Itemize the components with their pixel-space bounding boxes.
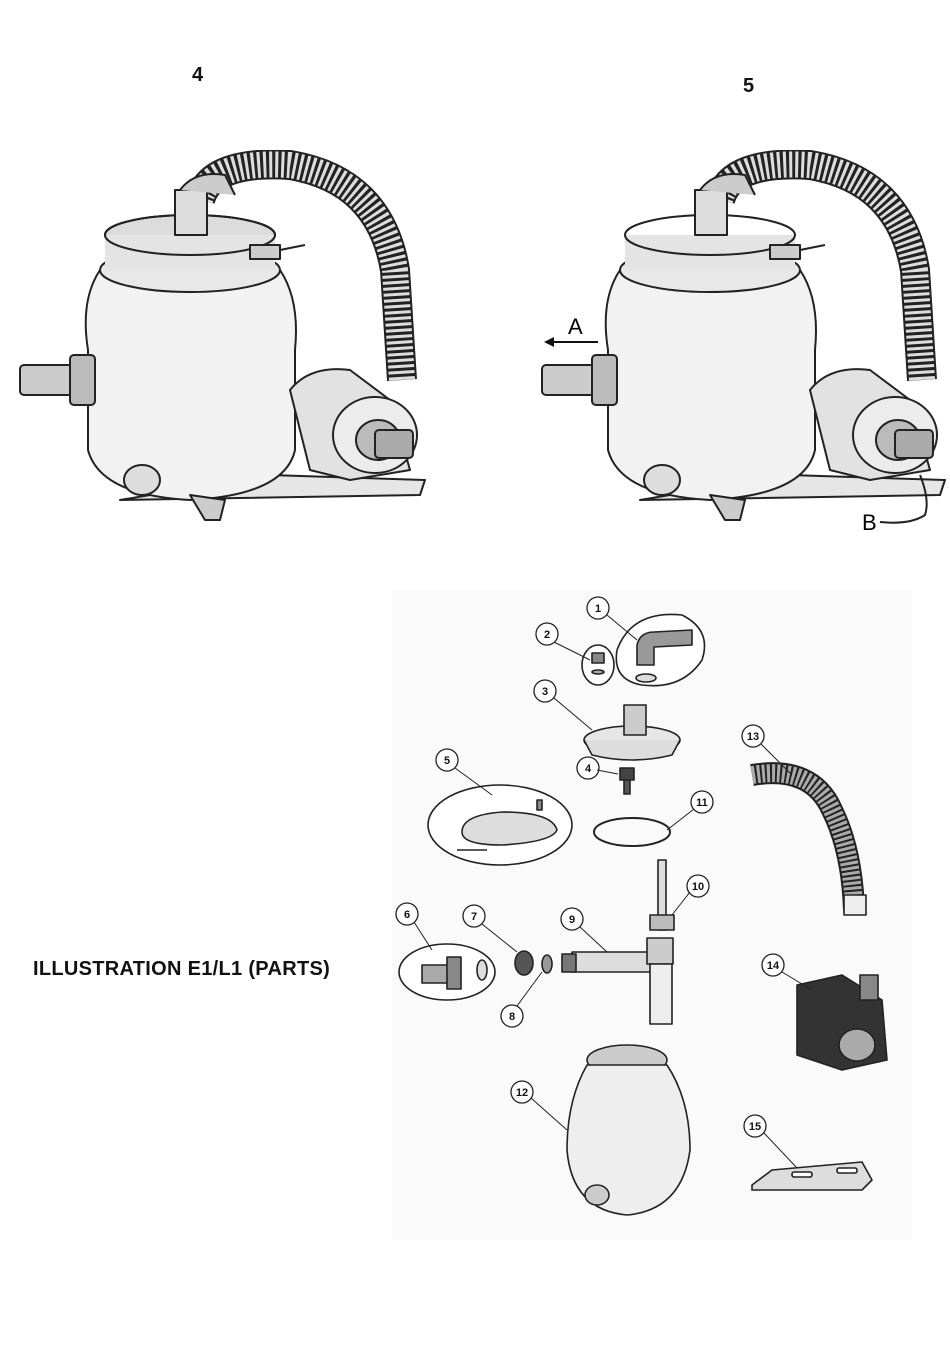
part-number-7: 7 <box>471 911 477 923</box>
part-number-14: 14 <box>767 960 780 972</box>
part-number-3: 3 <box>542 686 548 698</box>
part-number-9: 9 <box>569 914 575 926</box>
part-number-6: 6 <box>404 909 410 921</box>
part-number-8: 8 <box>509 1011 515 1023</box>
figure-5-filter-assembly: A B <box>530 150 950 540</box>
label-b: B <box>862 510 877 535</box>
part-number-1: 1 <box>595 603 601 615</box>
part-number-13: 13 <box>747 731 759 743</box>
part-number-12: 12 <box>516 1087 528 1099</box>
step-number-5: 5 <box>743 75 754 98</box>
part-number-2: 2 <box>544 629 550 641</box>
label-a: A <box>568 314 583 339</box>
step-number-4: 4 <box>192 64 203 87</box>
part-number-4: 4 <box>585 763 592 775</box>
part-number-15: 15 <box>749 1121 761 1133</box>
part-number-11: 11 <box>696 797 708 809</box>
part-number-10: 10 <box>692 881 704 893</box>
exploded-parts-diagram: 1 2 3 4 5 6 7 8 9 10 11 12 13 14 15 <box>392 590 912 1240</box>
figure-4-filter-assembly <box>10 150 430 530</box>
part-number-5: 5 <box>444 755 450 767</box>
illustration-caption: ILLUSTRATION E1/L1 (PARTS) <box>33 958 330 981</box>
